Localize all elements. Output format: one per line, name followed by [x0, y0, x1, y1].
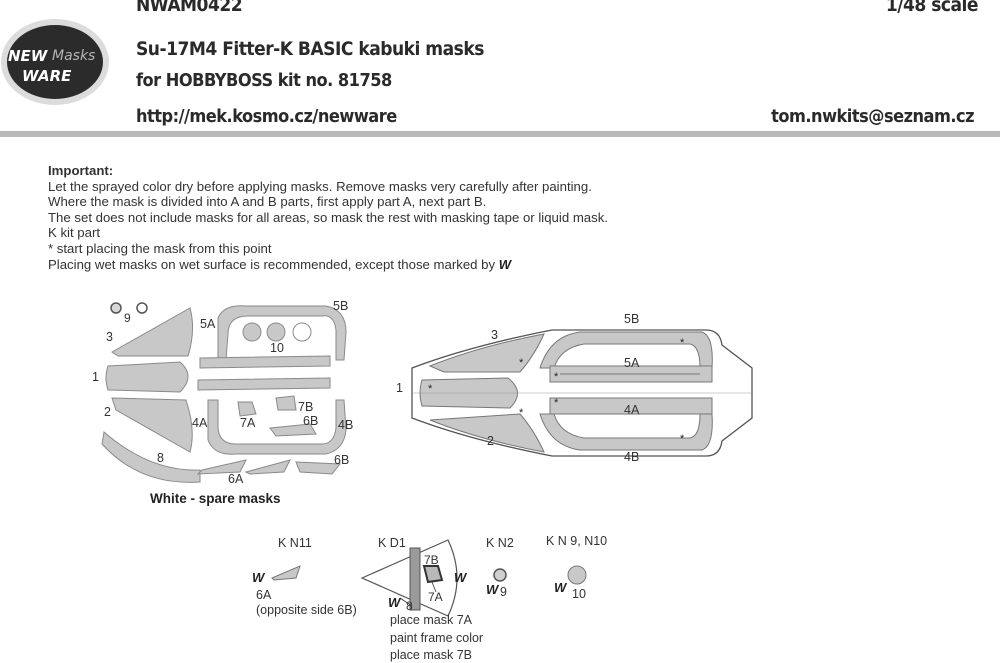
- mask-part-9-spare: [136, 302, 148, 314]
- sheet-label: 2: [104, 405, 111, 419]
- product-code: NWAM0422: [136, 0, 243, 16]
- scale-label: 1/48 scale: [885, 0, 979, 16]
- svg-text:*: *: [554, 397, 559, 409]
- kit-part-d1-7a: 7A: [428, 590, 443, 604]
- sheet-label: 1: [92, 370, 99, 384]
- instruction-line: Let the sprayed color dry before applyin…: [48, 178, 592, 194]
- sheet-label: 3: [106, 330, 113, 344]
- mask-part-6: [244, 459, 291, 475]
- sheet-label: 6A: [228, 472, 244, 486]
- sheet-label: 4A: [192, 416, 208, 430]
- canopy-label: 4A: [624, 403, 640, 417]
- d1-step: place mask 7B: [390, 648, 472, 662]
- mask-part-6a: [196, 459, 247, 475]
- canopy-label: 1: [396, 381, 403, 395]
- mask-part-5b: [217, 305, 347, 361]
- sheet-label: 10: [270, 341, 284, 355]
- mask-part-1: [105, 361, 189, 393]
- kit-part-n9-title: K N 9, N10: [546, 534, 608, 548]
- mask-part-8: [101, 431, 201, 483]
- canopy-label: 5B: [624, 312, 640, 326]
- website-link[interactable]: http://mek.kosmo.cz/newware: [136, 106, 397, 127]
- kit-part-d1-drawing: [360, 539, 458, 617]
- logo-text-masks: Masks: [52, 48, 95, 64]
- mask-part-6b: [295, 461, 342, 475]
- mask-part-5a: [199, 355, 331, 369]
- kit-part-n2-title: K N2: [486, 536, 514, 550]
- instructions-title: Important:: [48, 163, 114, 178]
- logo-emblem: NEW Masks WARE: [1, 19, 109, 105]
- sheet-label: 6B: [303, 414, 319, 428]
- instruction-line: K kit part: [48, 225, 101, 241]
- kit-part-n9-mask: 10: [572, 587, 586, 601]
- kit-part-n11-mask: 6A: [256, 588, 272, 602]
- wet-symbol-icon: W: [454, 570, 466, 585]
- kit-subtitle: for HOBBYBOSS kit no. 81758: [136, 70, 392, 91]
- spare-masks-note: White - spare masks: [150, 491, 281, 506]
- mask-part-9: [110, 302, 122, 314]
- canopy-label: 4B: [624, 450, 640, 464]
- mask-part-9-kit: [493, 568, 507, 582]
- mask-part-4b: [207, 399, 347, 455]
- sheet-label: 6B: [334, 453, 350, 467]
- kit-part-n11-note: (opposite side 6B): [256, 603, 357, 617]
- mask-part-6b-small: [269, 423, 317, 437]
- svg-text:*: *: [428, 383, 433, 395]
- d1-step: place mask 7A: [390, 613, 472, 627]
- kit-part-d1-8: 8: [406, 599, 413, 613]
- canopy-label: 3: [491, 328, 498, 342]
- d1-step: paint frame color: [390, 631, 484, 645]
- logo-text-new: NEW: [8, 47, 49, 65]
- mask-part-10-spare: [292, 322, 312, 342]
- mask-part-10-kit: [567, 565, 587, 585]
- sheet-label: 7B: [298, 400, 314, 414]
- instruction-line: The set does not include masks for all a…: [48, 209, 608, 225]
- mask-part-4a: [197, 377, 331, 391]
- mask-part-3: [111, 307, 194, 357]
- sheet-label: 5B: [333, 299, 349, 313]
- kit-part-d1-title: K D1: [378, 536, 406, 550]
- contact-email[interactable]: tom.nwkits@seznam.cz: [771, 106, 974, 127]
- canopy-label: 5A: [624, 356, 640, 370]
- mask-part-2: [111, 397, 193, 453]
- svg-text:*: *: [519, 357, 524, 369]
- canopy-diagram: * * * * * * *: [411, 329, 753, 457]
- svg-text:*: *: [554, 371, 559, 383]
- kit-part-n2-mask: 9: [500, 585, 507, 599]
- instruction-line: Where the mask is divided into A and B p…: [48, 194, 487, 210]
- mask-part-7a: [237, 401, 257, 417]
- instructions-block: Important: Let the sprayed color dry bef…: [48, 163, 608, 272]
- wet-symbol-icon: W: [388, 595, 400, 610]
- sheet-label: 5A: [200, 317, 216, 331]
- canopy-label: 2: [487, 434, 494, 448]
- kit-part-d1-7b: 7B: [424, 553, 439, 567]
- mask-part-10: [266, 322, 286, 342]
- logo-text-ware: WARE: [22, 67, 72, 85]
- svg-text:*: *: [519, 407, 524, 419]
- sheet-label: 7A: [240, 416, 256, 430]
- wet-symbol-icon: W: [498, 256, 511, 272]
- instruction-line: * start placing the mask from this point: [48, 240, 272, 256]
- svg-text:*: *: [680, 337, 685, 349]
- wet-symbol-icon: W: [486, 582, 498, 597]
- kit-part-n11-title: K N11: [278, 536, 312, 550]
- mask-6a-small: [271, 565, 301, 581]
- mask-part-7b: [275, 395, 297, 411]
- mask-part-10: [242, 322, 262, 342]
- sheet-label: 9: [124, 311, 131, 325]
- brand-logo: NEW Masks WARE: [0, 18, 110, 106]
- header-divider: [0, 131, 1000, 137]
- instruction-line: Placing wet masks on wet surface is reco…: [48, 256, 511, 272]
- svg-text:*: *: [680, 433, 685, 445]
- wet-symbol-icon: W: [554, 580, 566, 595]
- sheet-label: 4B: [338, 418, 354, 432]
- product-title: Su-17M4 Fitter-K BASIC kabuki masks: [136, 38, 484, 60]
- wet-symbol-icon: W: [252, 570, 264, 585]
- sheet-label: 8: [157, 451, 164, 465]
